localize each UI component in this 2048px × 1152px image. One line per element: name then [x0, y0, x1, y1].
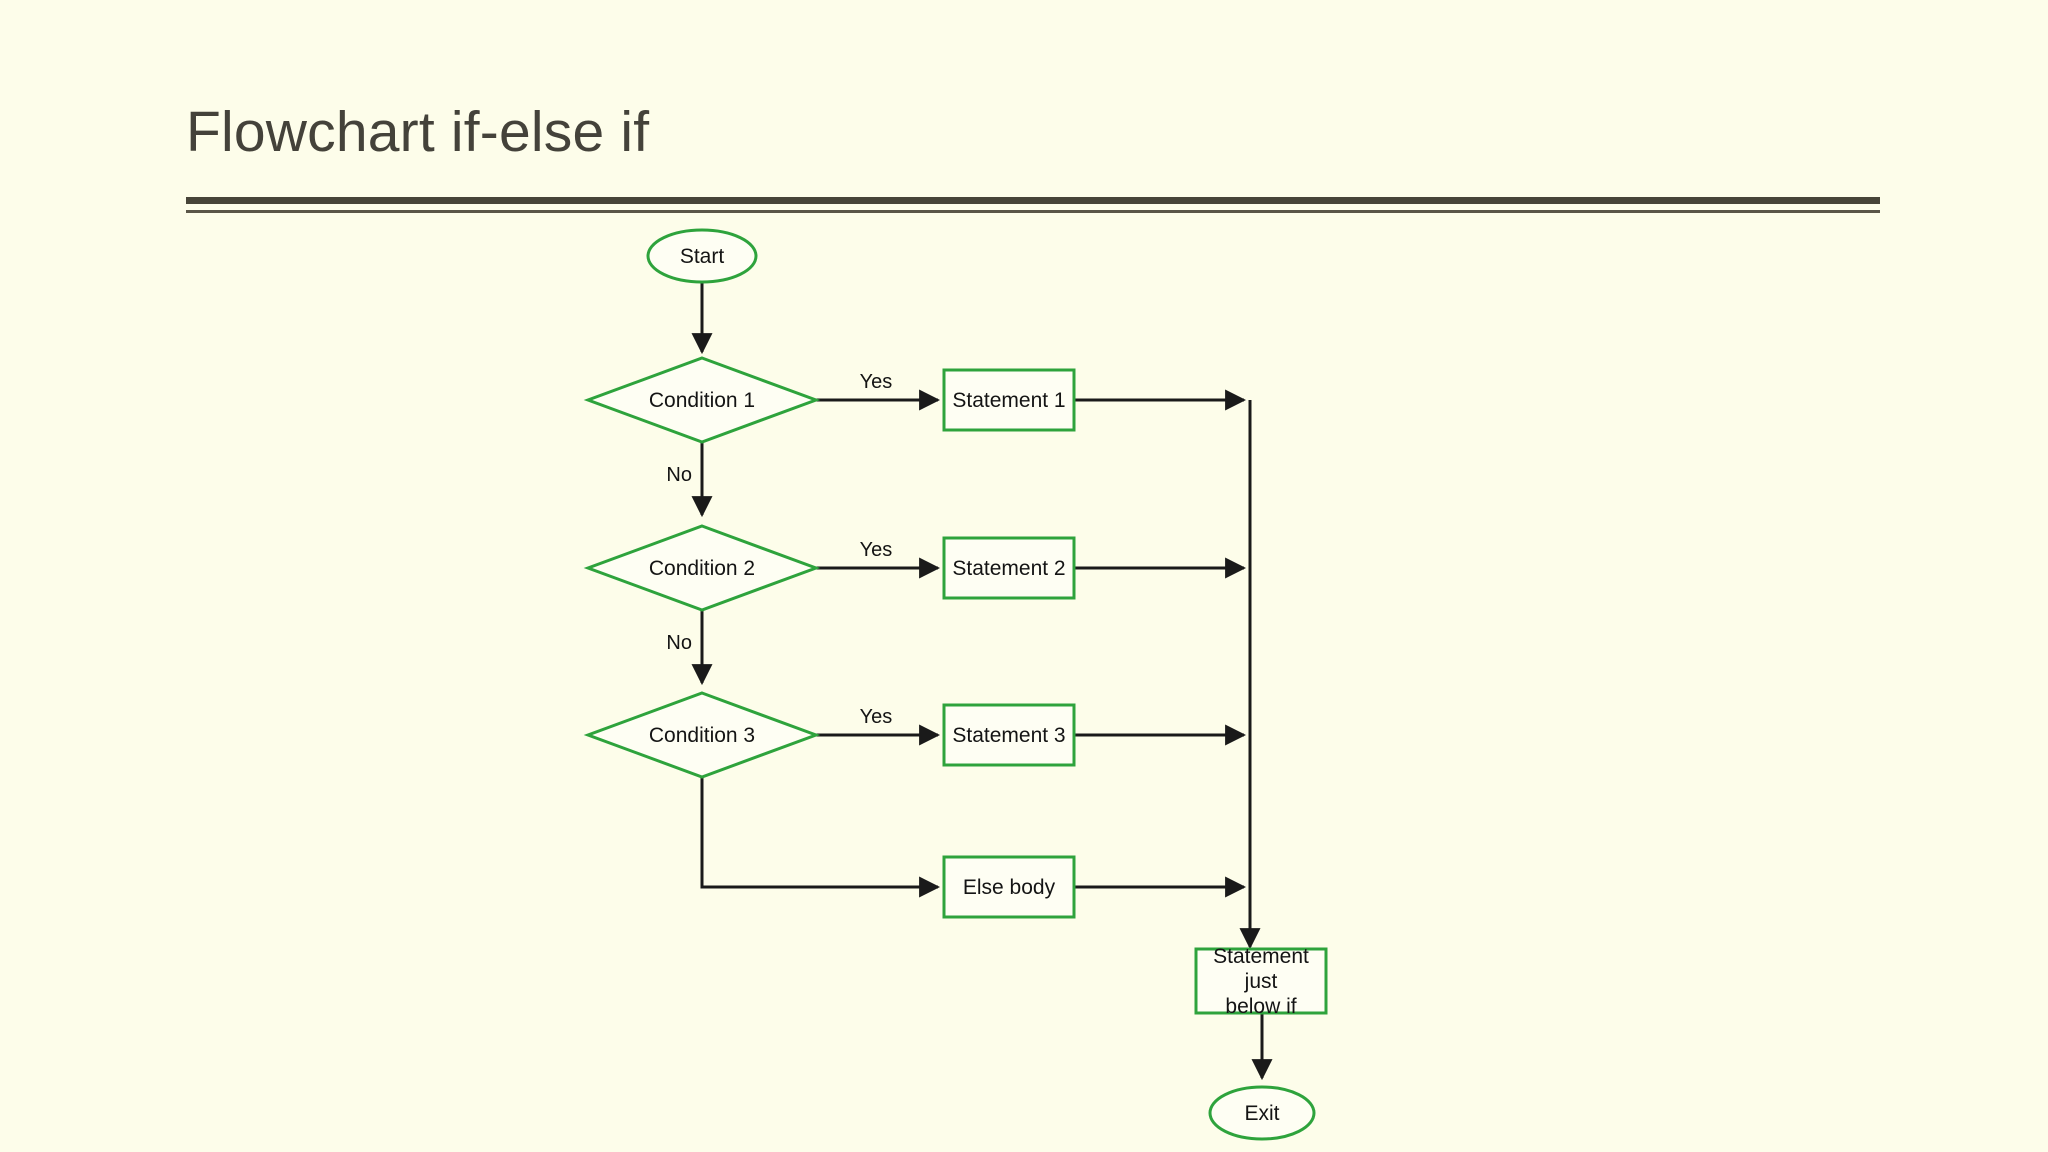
connector-condition3-to-elsebody: [700, 775, 941, 898]
node-statementjust-shape[interactable]: [1194, 947, 1328, 1015]
title-rule-thick: [186, 197, 1880, 204]
node-condition2-shape[interactable]: [583, 524, 821, 612]
shape-group: [583, 228, 1328, 1141]
node-elsebody-shape[interactable]: [942, 855, 1076, 919]
node-statement1-shape[interactable]: [942, 368, 1076, 432]
node-condition1-shape[interactable]: [583, 356, 821, 444]
node-statement3-shape[interactable]: [942, 703, 1076, 767]
title-block: Flowchart if-else if: [186, 96, 1886, 216]
title-rule-thin: [186, 210, 1880, 213]
page-title: Flowchart if-else if: [186, 100, 650, 164]
node-start-shape[interactable]: [646, 228, 758, 284]
connector-group: [691, 282, 1273, 1081]
node-statement2-shape[interactable]: [942, 536, 1076, 600]
node-exit-shape[interactable]: [1208, 1085, 1316, 1141]
node-condition3-shape[interactable]: [583, 691, 821, 779]
